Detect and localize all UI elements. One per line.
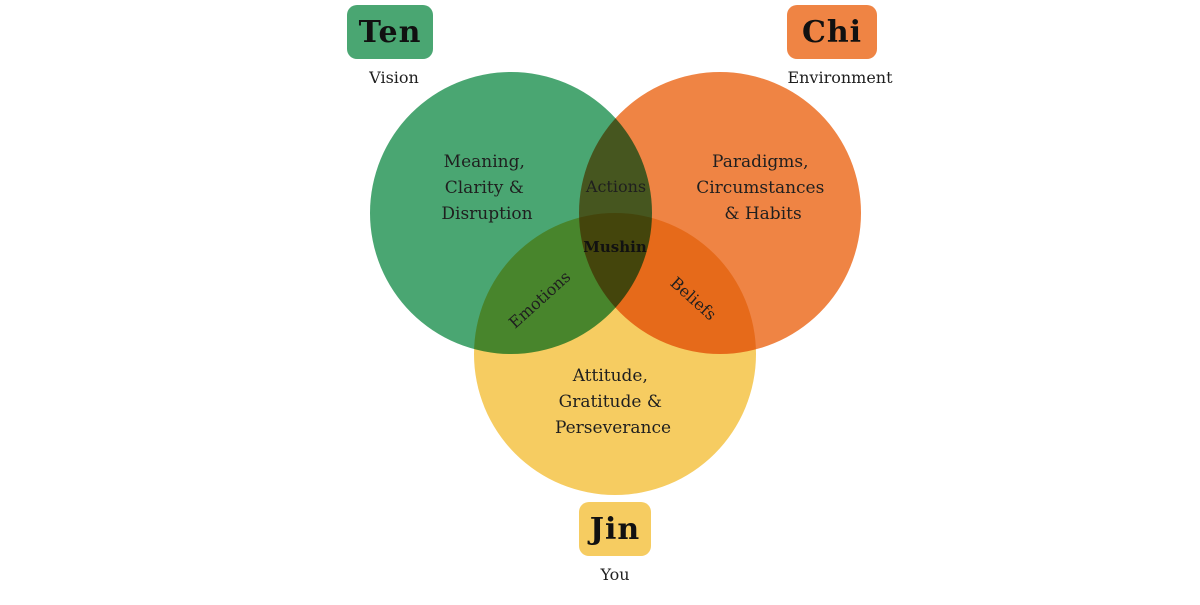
jin-sublabel: You [600, 565, 630, 584]
circle-jin [474, 213, 756, 495]
chi-region-text: Paradigms, Circumstances & Habits [696, 152, 830, 224]
jin-region-text: Attitude, Gratitude & Perseverance [555, 366, 671, 438]
jin-line-2: Gratitude & [559, 392, 662, 412]
chi-line-3: & Habits [724, 204, 801, 224]
jin-line-1: Attitude, [572, 366, 648, 386]
ten-line-1: Meaning, [444, 152, 525, 172]
chi-line-1: Paradigms, [712, 152, 809, 172]
overlap-actions-label: Actions [585, 177, 646, 196]
overlap-mushin-label: Mushin [583, 238, 647, 256]
chi-sublabel: Environment [787, 68, 893, 87]
chi-badge: Chi [787, 5, 877, 59]
jin-line-3: Perseverance [555, 418, 671, 438]
jin-badge: Jin [579, 502, 651, 556]
ten-sublabel: Vision [369, 68, 419, 87]
ten-line-3: Disruption [441, 204, 532, 224]
ten-line-2: Clarity & [445, 178, 524, 198]
ten-region-text: Meaning, Clarity & Disruption [441, 152, 532, 224]
chi-line-2: Circumstances [696, 178, 824, 198]
ten-badge: Ten [347, 5, 433, 59]
